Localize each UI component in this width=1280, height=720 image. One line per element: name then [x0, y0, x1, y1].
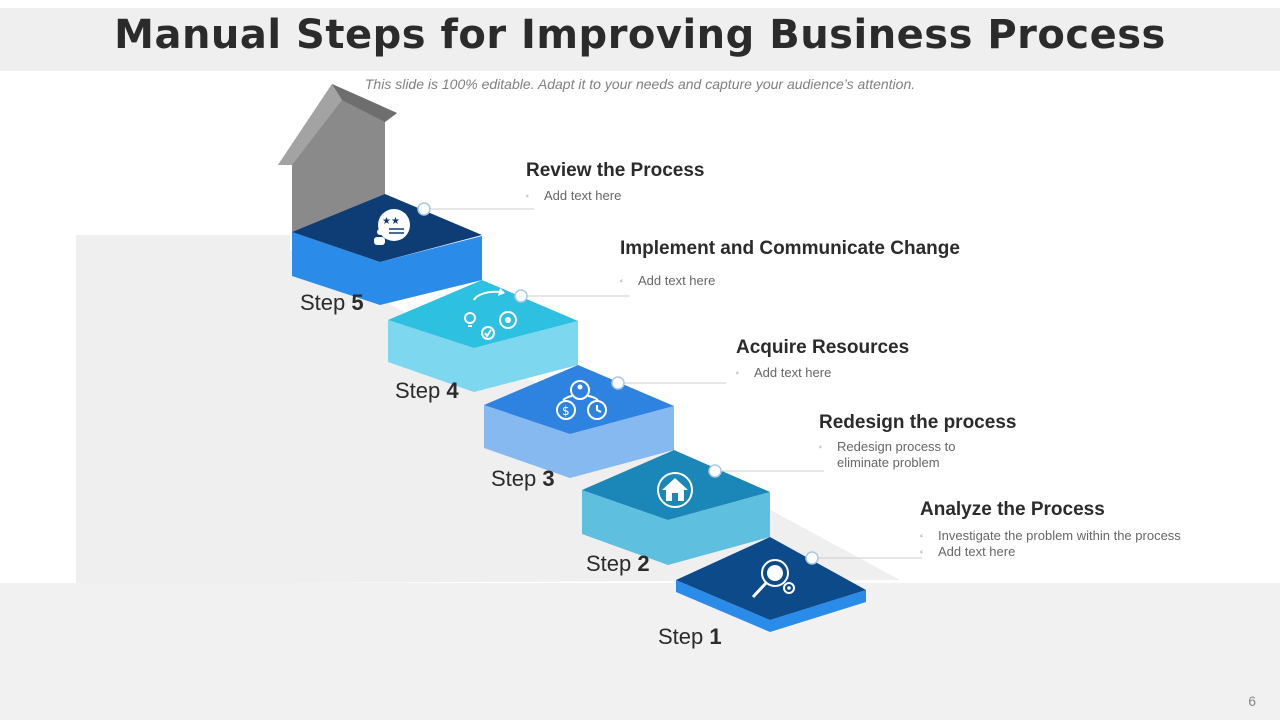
step-label-1: Step 1: [658, 624, 722, 649]
background-wall: [76, 235, 216, 583]
bulb-gear-cycle-icon: [464, 288, 517, 340]
svg-text:$: $: [562, 404, 570, 418]
background-block: [216, 235, 290, 583]
step-5-riser: [380, 236, 482, 305]
step-label-3: Step 3: [491, 466, 555, 491]
step-5-title: Review the Process: [526, 160, 705, 181]
step-3-bullet: ⸗Add text here: [736, 365, 832, 380]
connector-dot-2: [708, 464, 722, 478]
connector-dot-5: [417, 202, 431, 216]
background-floor: [0, 583, 1280, 720]
svg-text:★★: ★★: [382, 216, 400, 227]
step-3-riser: [570, 406, 674, 478]
step-3-title: Acquire Resources: [736, 337, 910, 358]
title-bar: [0, 8, 1280, 71]
step-2-title: Redesign the process: [819, 412, 1017, 433]
step-label-2: Step 2: [586, 551, 650, 576]
step-4-riser: [474, 321, 578, 392]
step-1-title: Analyze the Process: [920, 499, 1105, 520]
step-2-bullet-2: eliminate problem: [837, 455, 940, 470]
step-2-riser: [668, 492, 770, 565]
page-number: 6: [1248, 693, 1256, 709]
slide-title: Manual Steps for Improving Business Proc…: [114, 12, 1166, 58]
step-label-5: Step 5: [300, 290, 364, 315]
resources-cycle-icon: $: [556, 380, 607, 420]
connector-dot-3: [611, 376, 625, 390]
step-1-riser: [770, 590, 866, 632]
step-4-tread: [388, 280, 578, 348]
connector-dot-4: [514, 289, 528, 303]
search-gear-icon: [751, 559, 795, 599]
slide-subtitle: This slide is 100% editable. Adapt it to…: [364, 76, 916, 92]
step-5-bullet: ⸗Add text here: [526, 188, 622, 203]
step-2-bullet-1: ⸗Redesign process to: [819, 439, 956, 454]
step-1-bullet-1: ⸗Investigate the problem within the proc…: [920, 528, 1181, 543]
step-4-title: Implement and Communicate Change: [620, 238, 960, 259]
step-4-bullet: ⸗Add text here: [620, 273, 716, 288]
step-label-4: Step 4: [395, 378, 459, 403]
connector-dot-1: [805, 551, 819, 565]
review-rating-icon: ★★: [374, 209, 410, 245]
home-refresh-icon: [657, 472, 693, 508]
step-1-bullet-2: ⸗Add text here: [920, 544, 1016, 559]
